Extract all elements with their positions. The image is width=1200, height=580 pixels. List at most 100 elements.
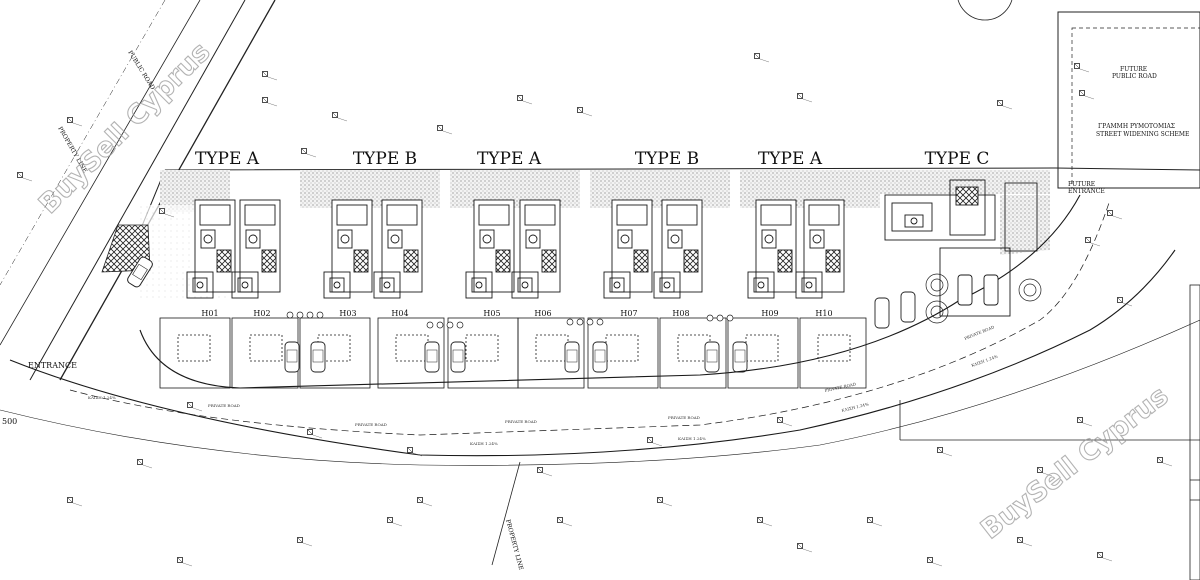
tree-icon	[586, 318, 594, 326]
spot-level-marker	[262, 71, 278, 81]
future-road-block	[1057, 11, 1200, 189]
spot-level-marker	[1097, 552, 1113, 562]
tree-icon	[726, 314, 734, 322]
scale-hint: 500	[2, 417, 17, 426]
house-footprint	[373, 199, 423, 299]
plot-label: H05	[483, 309, 500, 318]
spot-level-marker	[557, 517, 573, 527]
plot-parcel	[159, 317, 231, 389]
greek-scheme-label: ΓΡΑΜΜΗ ΡΥΜΟΤΟΜΙΑΣ	[1098, 123, 1175, 130]
spot-level-marker	[927, 557, 943, 567]
house-footprint	[323, 199, 373, 299]
spot-level-marker	[517, 95, 533, 105]
spot-level-marker	[1037, 467, 1053, 477]
house-footprint	[653, 199, 703, 299]
house-footprint	[186, 199, 236, 299]
car-outline	[564, 341, 580, 373]
spot-level-marker	[1107, 210, 1123, 220]
plot-label: H07	[620, 309, 637, 318]
spot-level-marker	[417, 497, 433, 507]
tree-icon	[596, 318, 604, 326]
type-label: TYPE C	[925, 149, 990, 169]
spot-level-marker	[577, 107, 593, 117]
spot-level-marker	[937, 447, 953, 457]
slope-label-5: ΚΛΙΣΗ 1.24%	[971, 354, 999, 368]
future-public-road-l2: PUBLIC ROAD	[1112, 73, 1157, 80]
spot-level-marker	[297, 537, 313, 547]
bottom-property-line	[491, 461, 521, 566]
spot-level-marker	[797, 543, 813, 553]
spot-level-marker	[657, 497, 673, 507]
house-footprint	[603, 199, 653, 299]
future-entrance-l1: FUTURE	[1068, 181, 1095, 188]
car-outline	[592, 341, 608, 373]
type-label: TYPE B	[635, 149, 699, 169]
spot-level-marker	[997, 100, 1013, 110]
car-outline	[450, 341, 466, 373]
plot-parcel	[727, 317, 799, 389]
spot-level-marker	[307, 429, 323, 439]
house-footprint	[747, 199, 797, 299]
parcel-cars	[284, 341, 748, 373]
car-outline	[310, 341, 326, 373]
type-c-planters	[925, 273, 1042, 324]
type-label: TYPE A	[477, 149, 542, 169]
spot-level-marker	[1074, 63, 1090, 73]
spot-level-marker	[797, 93, 813, 103]
plot-label: H01	[201, 309, 218, 318]
house-footprint	[795, 199, 845, 299]
tree-icon	[566, 318, 574, 326]
spot-level-marker	[777, 417, 793, 427]
slope-label-4: ΚΛΙΣΗ 1.24%	[841, 401, 869, 413]
spot-level-marker	[159, 208, 175, 218]
car-outline	[732, 341, 748, 373]
spot-level-marker	[437, 125, 453, 135]
house-footprint	[231, 199, 281, 299]
private-road-label-2: PRIVATE ROAD	[355, 422, 387, 427]
parked-car	[127, 256, 153, 288]
parking-type-c	[874, 291, 916, 329]
spot-level-marker	[1157, 457, 1173, 467]
car-outline	[704, 341, 720, 373]
tree-icon	[436, 321, 444, 329]
spot-level-marker	[537, 467, 553, 477]
plot-label: H04	[391, 309, 408, 318]
houses	[186, 199, 845, 299]
plot-label: H09	[761, 309, 778, 318]
house-footprint	[465, 199, 515, 299]
private-road-label-4: PRIVATE ROAD	[668, 415, 700, 420]
spot-level-marker	[177, 557, 193, 567]
tree-icon	[446, 321, 454, 329]
plot-label: H10	[815, 309, 832, 318]
plot-label: H06	[534, 309, 551, 318]
entrance-label: ENTRANCE	[28, 361, 77, 370]
spot-level-marker	[1085, 237, 1101, 247]
spot-level-marker	[867, 517, 883, 527]
spot-level-marker	[1117, 297, 1133, 307]
spot-levels	[17, 53, 1173, 567]
car-outline	[424, 341, 440, 373]
plot-parcel	[587, 317, 659, 389]
plot-parcels	[159, 317, 867, 389]
type-label: TYPE A	[195, 149, 260, 169]
tree-icon	[316, 311, 324, 319]
tree-icon	[296, 311, 304, 319]
tree-icon	[306, 311, 314, 319]
tree-icon	[576, 318, 584, 326]
private-road-label-6: PRIVATE ROAD	[964, 324, 995, 341]
spot-level-marker	[754, 53, 770, 63]
house-footprint	[511, 199, 561, 299]
spot-level-marker	[17, 172, 33, 182]
street-widening-label: STREET WIDENING SCHEME	[1096, 131, 1189, 138]
tree-icon	[716, 314, 724, 322]
future-entrance-l2: ENTRANCE	[1068, 188, 1105, 195]
spot-level-marker	[67, 497, 83, 507]
spot-level-marker	[301, 148, 317, 158]
slope-label-3: ΚΛΙΣΗ 1.24%	[678, 436, 706, 441]
trees	[286, 311, 734, 329]
car-outline	[284, 341, 300, 373]
spot-level-marker	[187, 402, 203, 412]
spot-level-marker	[407, 447, 423, 457]
